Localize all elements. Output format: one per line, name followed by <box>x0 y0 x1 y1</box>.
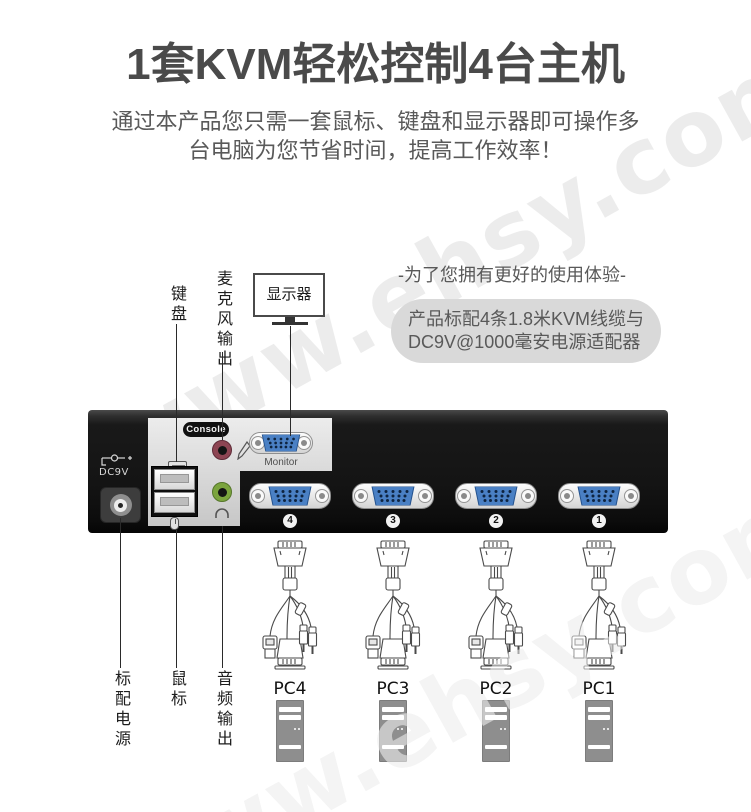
callout-label-keyboard: 键盘 <box>168 285 185 325</box>
usb-ports <box>151 466 198 517</box>
pc-tower-3 <box>379 700 407 762</box>
callout-label-power: 标配电源 <box>112 670 129 750</box>
audio-output-jack <box>212 482 232 502</box>
usb-port-mouse <box>154 492 195 513</box>
pc-tower-2 <box>482 700 510 762</box>
callout-label-mouse: 鼠标 <box>168 670 185 710</box>
kvm-cable-2 <box>468 540 524 670</box>
callout-line-keyboard <box>176 324 177 462</box>
monitor-illustration: 显示器 <box>253 273 325 317</box>
subtitle-line-1: 通过本产品您只需一套鼠标、键盘和显示器即可操作多 <box>111 109 640 134</box>
power-voltage-label: DC9V <box>99 467 129 478</box>
screw-hole <box>315 489 329 503</box>
mouse-icon <box>170 517 179 530</box>
vga-port-2: 2 <box>455 483 537 528</box>
callout-label-mic-output: 麦克风输出 <box>214 270 231 370</box>
pc-label-2: PC2 <box>479 679 513 699</box>
monitor-stand-base <box>272 322 308 325</box>
screw-hole <box>560 489 574 503</box>
promo-note: 产品标配4条1.8米KVM线缆与 DC9V@1000毫安电源适配器 <box>391 299 661 363</box>
callout-label-audio-output: 音频输出 <box>214 670 231 750</box>
screw-hole <box>251 489 265 503</box>
subtitle: 通过本产品您只需一套鼠标、键盘和显示器即可操作多 台电脑为您节省时间，提高工作效… <box>0 107 751 165</box>
monitor-vga-port <box>249 432 313 454</box>
callout-label-monitor: 显示器 <box>266 286 312 303</box>
monitor-stand <box>285 317 295 322</box>
monitor-port-label: Monitor <box>264 457 298 468</box>
console-badge: Console <box>183 422 229 437</box>
pc-label-1: PC1 <box>582 679 616 699</box>
power-plug-icon <box>100 454 134 472</box>
port-number-badge: 3 <box>386 514 400 528</box>
kvm-cable-3 <box>365 540 421 670</box>
mic-output-jack <box>212 440 232 460</box>
port-number-badge: 1 <box>592 514 606 528</box>
callout-line-mic-output <box>222 352 223 440</box>
vga-port-1: 1 <box>558 483 640 528</box>
pc-tower-4 <box>276 700 304 762</box>
vga-port-3: 3 <box>352 483 434 528</box>
callout-line-power <box>120 518 121 668</box>
callout-line-monitor <box>290 326 291 436</box>
port-number-badge: 2 <box>489 514 503 528</box>
vga-port-4: 4 <box>249 483 331 528</box>
promo-tagline: -为了您拥有更好的使用体验- <box>398 265 626 285</box>
kvm-cable-4 <box>262 540 318 670</box>
screw-hole <box>418 489 432 503</box>
headphone-icon <box>214 506 230 524</box>
screw-hole <box>521 489 535 503</box>
power-jack <box>100 487 141 523</box>
kvm-cable-1 <box>571 540 627 670</box>
pc-label-4: PC4 <box>273 679 307 699</box>
kvm-device: Console DC9V <box>88 410 668 533</box>
pc-tower-1 <box>585 700 613 762</box>
screw-hole <box>624 489 638 503</box>
promo-note-line-1: 产品标配4条1.8米KVM线缆与 <box>408 309 645 329</box>
usb-port-keyboard <box>154 469 195 490</box>
port-number-badge: 4 <box>283 514 297 528</box>
screw-hole <box>354 489 368 503</box>
page-title: 1套KVM轻松控制4台主机 <box>126 40 625 89</box>
screw-hole <box>457 489 471 503</box>
pc-label-3: PC3 <box>376 679 410 699</box>
callout-line-audio-output <box>222 526 223 668</box>
callout-line-mouse <box>176 529 177 668</box>
promo-note-line-2: DC9V@1000毫安电源适配器 <box>408 332 641 352</box>
subtitle-line-2: 台电脑为您节省时间，提高工作效率！ <box>188 138 563 163</box>
